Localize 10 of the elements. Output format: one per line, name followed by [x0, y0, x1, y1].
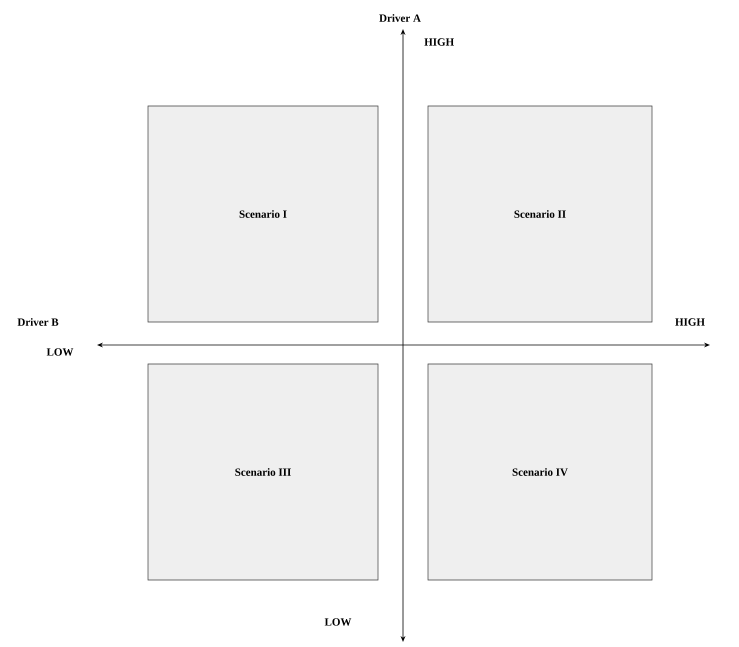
scenario-box: Scenario I	[148, 106, 378, 322]
axis-label: Driver B	[18, 318, 58, 326]
axis-label: HIGH	[675, 318, 705, 326]
axis-label: LOW	[324, 618, 352, 626]
scenario-box: Scenario II	[428, 106, 652, 322]
scenario-box: Scenario III	[148, 364, 378, 580]
scenario-box: Scenario IV	[428, 364, 652, 580]
axis-label: Driver A	[379, 14, 421, 22]
axis-label: HIGH	[424, 38, 454, 46]
axis-label: LOW	[46, 348, 74, 356]
